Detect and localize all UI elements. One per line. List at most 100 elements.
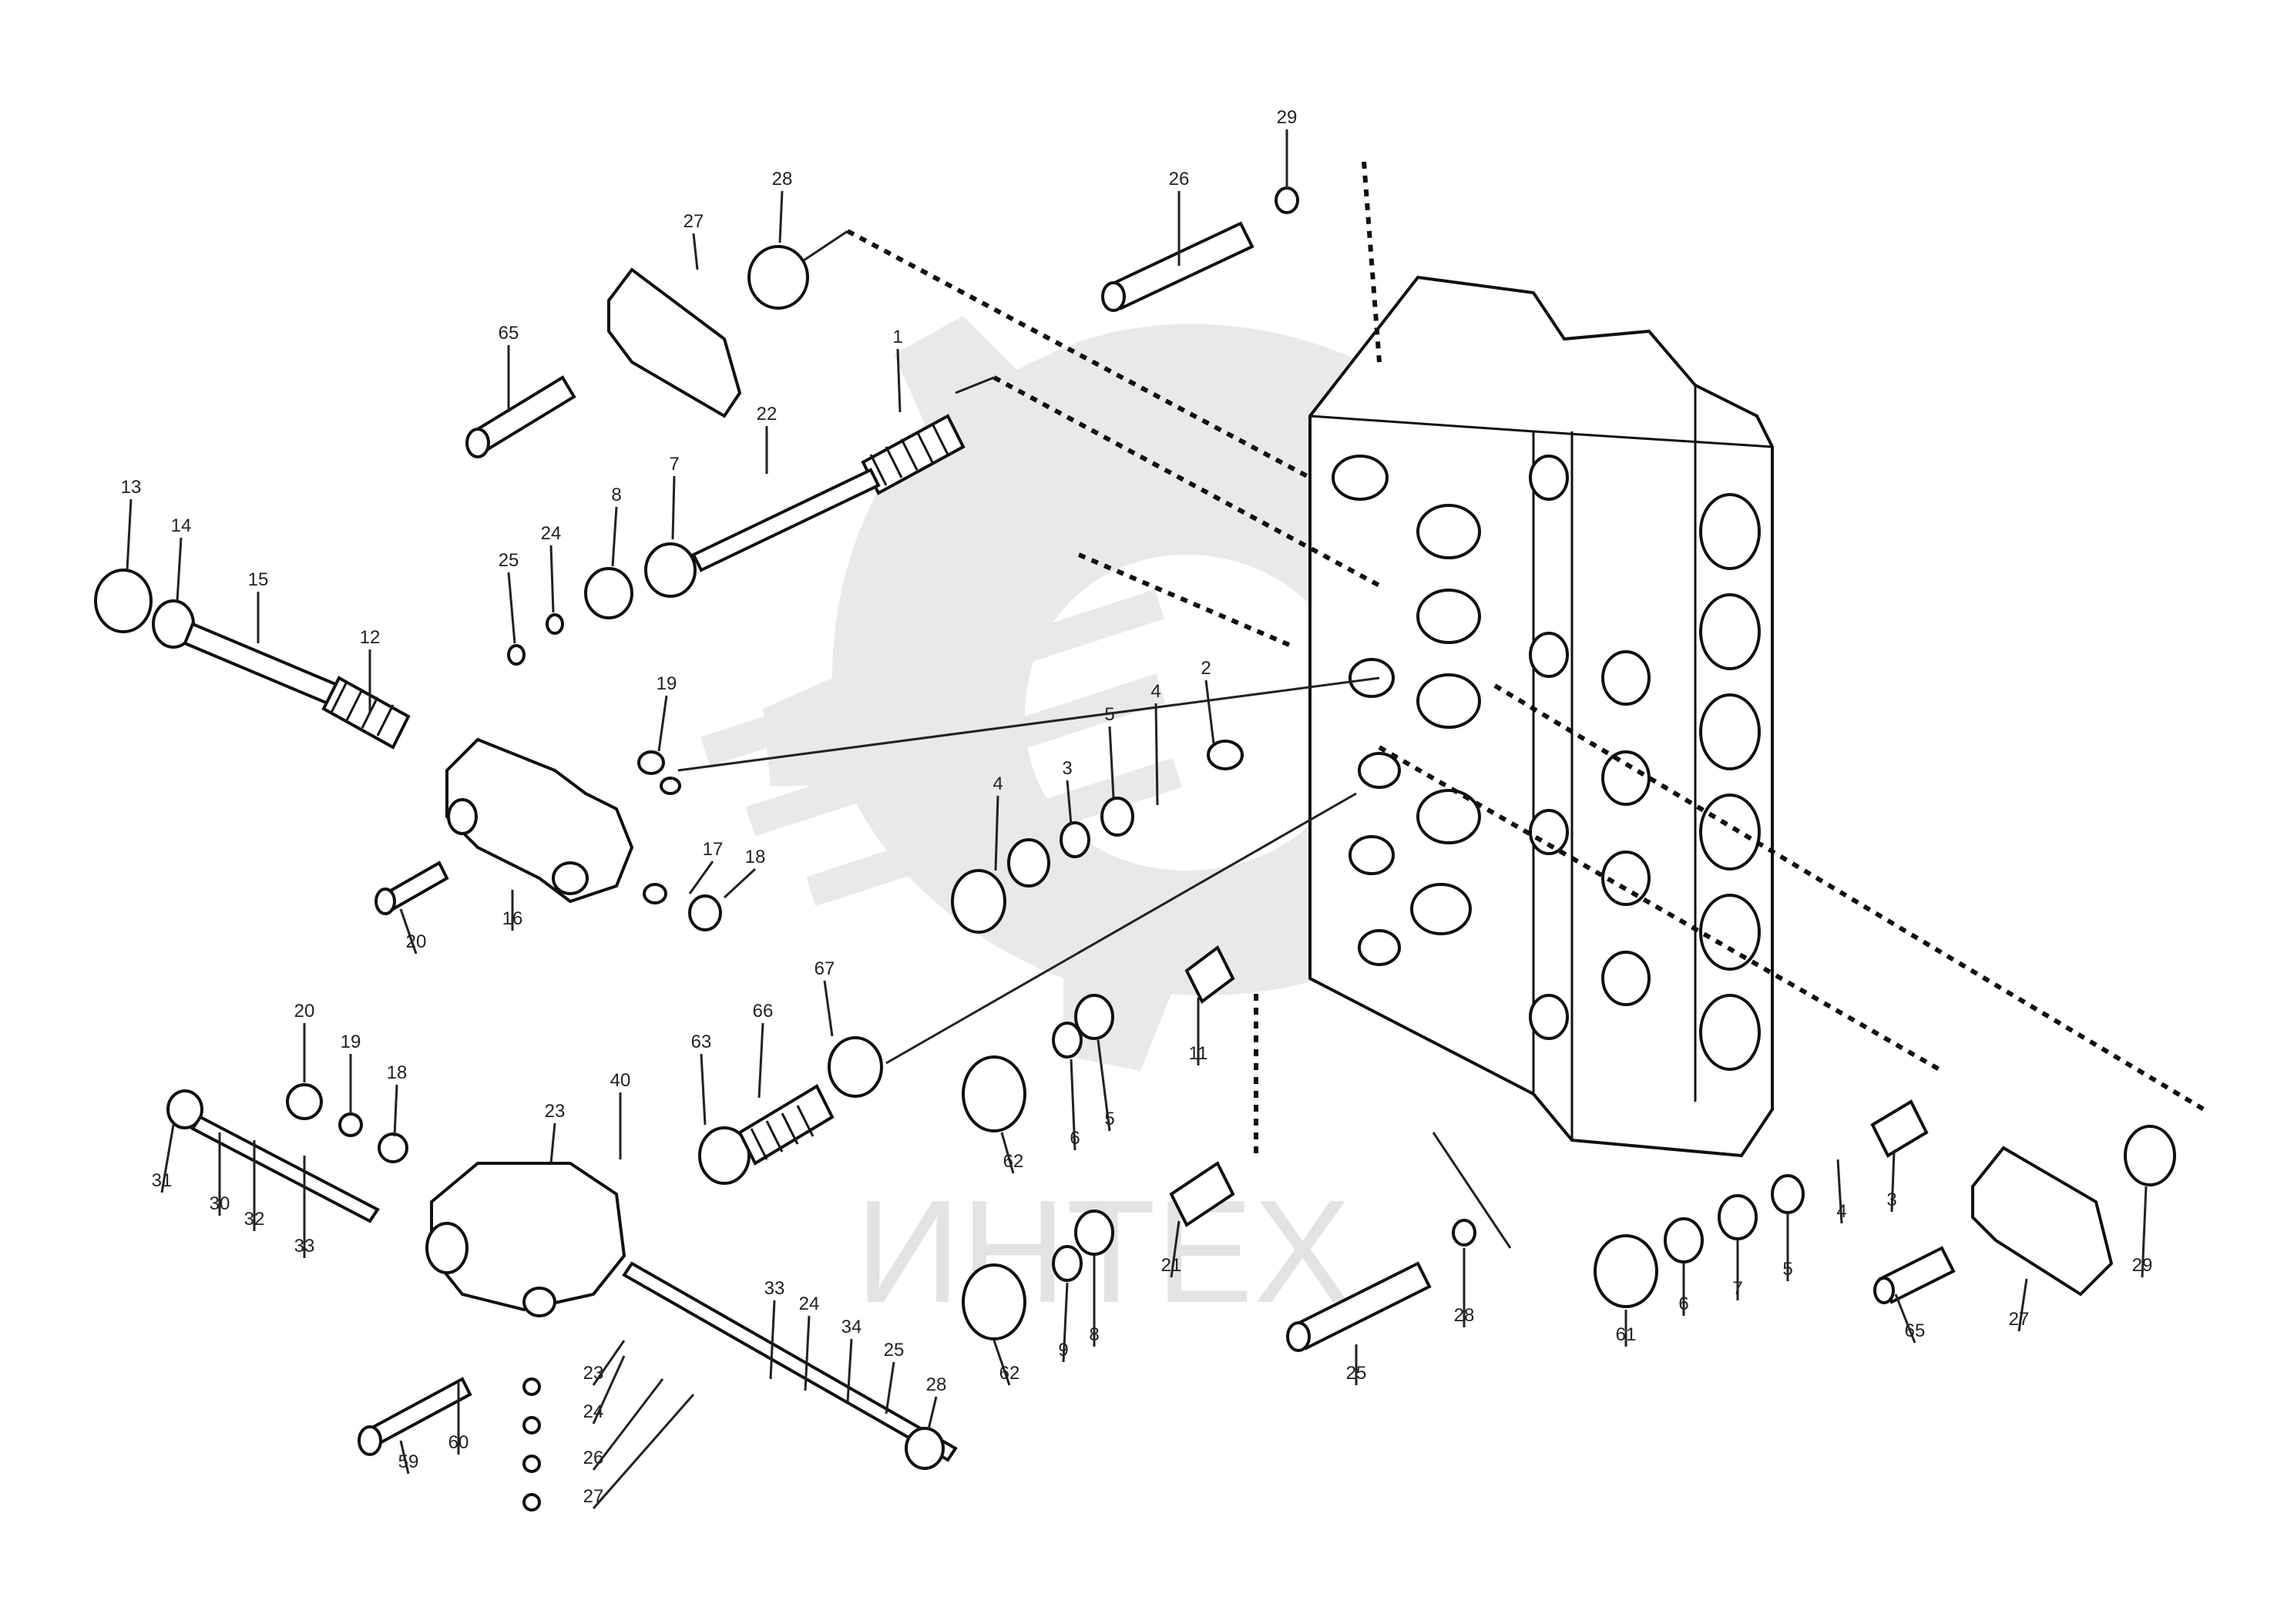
callout-leader-c19	[399, 908, 418, 955]
watermark-stripe-3	[806, 757, 1182, 907]
callout-label-c26: 20	[294, 1001, 315, 1022]
callout-label-c45: 27	[583, 1486, 604, 1507]
callout-leader-c46	[927, 1396, 938, 1430]
callout-label-c10: 24	[541, 523, 562, 544]
callout-label-c27: 19	[341, 1032, 361, 1052]
callout-leader-c12	[126, 498, 133, 571]
callout-label-c7: 22	[757, 404, 778, 424]
callout-leader-c38	[1000, 1132, 1015, 1174]
callout-leader-c35	[700, 1053, 707, 1126]
callout-label-c16: 19	[657, 673, 677, 694]
callout-leader-c66	[2017, 1278, 2028, 1332]
callout-label-c56: 21	[1161, 1255, 1182, 1276]
callout-label-c43: 24	[583, 1401, 604, 1422]
callout-label-c5: 65	[499, 323, 519, 344]
callout-label-c66: 27	[2009, 1309, 2030, 1330]
callout-label-c18: 18	[745, 847, 766, 867]
callout-label-c23: 5	[1104, 704, 1114, 725]
callout-leader-c65	[1894, 1293, 1916, 1344]
callout-leader-c45	[592, 1394, 695, 1509]
callout-label-c41: 11	[1189, 1043, 1208, 1064]
callout-leader-c42	[592, 1340, 626, 1386]
callout-leader-c43	[592, 1355, 626, 1424]
callout-leader-c8	[671, 475, 676, 540]
callout-label-c34: 40	[610, 1070, 631, 1091]
callout-label-c48: 34	[841, 1317, 862, 1337]
callout-label-c19: 20	[406, 931, 427, 952]
bottom-right-bolt	[1286, 1219, 1476, 1352]
callout-leader-c54	[1062, 1282, 1069, 1363]
callout-label-c14: 15	[248, 569, 269, 590]
callout-label-c28: 18	[387, 1062, 408, 1083]
callout-label-c37: 67	[814, 958, 835, 979]
callout-label-c57: 25	[1346, 1363, 1367, 1384]
callout-label-c35: 63	[691, 1032, 712, 1052]
callout-label-c39: 6	[1070, 1128, 1080, 1149]
callout-label-c33: 23	[545, 1101, 566, 1122]
callout-label-c32: 33	[294, 1236, 315, 1257]
callout-label-c51: 59	[398, 1451, 419, 1472]
callout-label-c44: 26	[583, 1448, 604, 1468]
callout-label-c42: 23	[583, 1363, 604, 1384]
callout-leader-c49	[804, 1315, 811, 1391]
top-spool-assembly	[507, 414, 966, 666]
callout-label-c1: 29	[1277, 107, 1298, 128]
right-cover-assembly	[1873, 1125, 2176, 1304]
callout-label-c60: 6	[1678, 1293, 1688, 1314]
watermark-stripe-2	[745, 673, 1166, 837]
callout-label-c25: 2	[1201, 658, 1211, 679]
callout-leader-c11	[507, 572, 516, 644]
callout-leader-c28	[393, 1084, 398, 1137]
assembly-lines	[677, 161, 2205, 1249]
callout-label-c6: 1	[892, 327, 902, 347]
watermark-stripe-1	[700, 589, 1165, 767]
callout-leader-c40	[1097, 1039, 1111, 1132]
callout-leader-c24	[1154, 703, 1159, 806]
right-side-group	[1594, 1099, 1929, 1308]
callout-label-c24: 4	[1150, 681, 1160, 702]
callout-leader-c18	[723, 867, 757, 899]
lower-left-housing	[166, 1083, 626, 1456]
callout-label-c49: 24	[799, 1293, 820, 1314]
callout-leader-c64	[1890, 1151, 1896, 1213]
callout-label-c22: 3	[1062, 758, 1072, 779]
callout-leader-c2	[778, 190, 784, 243]
callout-label-c40: 5	[1104, 1109, 1114, 1129]
callout-leader-c33	[549, 1122, 556, 1164]
callout-leader-c47	[885, 1361, 895, 1414]
lower-middle-group	[962, 945, 1235, 1132]
callout-label-c61: 7	[1732, 1278, 1742, 1299]
callout-label-c36: 66	[753, 1001, 774, 1022]
callout-label-c62: 5	[1782, 1259, 1792, 1280]
callout-label-c30: 30	[210, 1193, 230, 1214]
main-valve-block	[1308, 275, 1774, 1158]
callout-label-c63: 4	[1836, 1201, 1846, 1222]
callout-label-c53: 62	[999, 1363, 1020, 1384]
block-ports	[1332, 455, 1481, 966]
callout-label-c58: 28	[1454, 1305, 1475, 1326]
callout-leader-c37	[823, 980, 834, 1037]
callout-label-c52: 60	[448, 1432, 469, 1453]
callout-leader-c10	[549, 545, 555, 613]
top-cover-assembly	[465, 245, 809, 458]
callout-leader-c17	[688, 861, 714, 894]
callout-label-c21: 4	[992, 773, 1003, 794]
callout-leader-c25	[1204, 679, 1215, 744]
callout-label-c8: 7	[669, 454, 679, 475]
callout-leader-c53	[992, 1340, 1011, 1386]
callout-label-c29: 31	[152, 1170, 173, 1191]
callout-label-c59: 61	[1616, 1324, 1637, 1345]
callout-label-c13: 14	[171, 515, 192, 536]
callout-label-c47: 25	[884, 1340, 905, 1361]
callout-label-c20: 16	[502, 908, 523, 929]
callout-label-c50: 33	[764, 1278, 785, 1299]
callout-leader-c9	[611, 506, 618, 567]
callout-leader-c16	[657, 695, 668, 752]
callout-leader-c63	[1836, 1159, 1843, 1224]
callout-label-c11: 25	[499, 550, 519, 571]
callout-label-c2: 28	[772, 169, 793, 190]
lower-middle-group-2	[962, 1161, 1235, 1340]
callout-leader-c56	[1170, 1220, 1181, 1278]
callout-label-c17: 17	[703, 839, 724, 860]
